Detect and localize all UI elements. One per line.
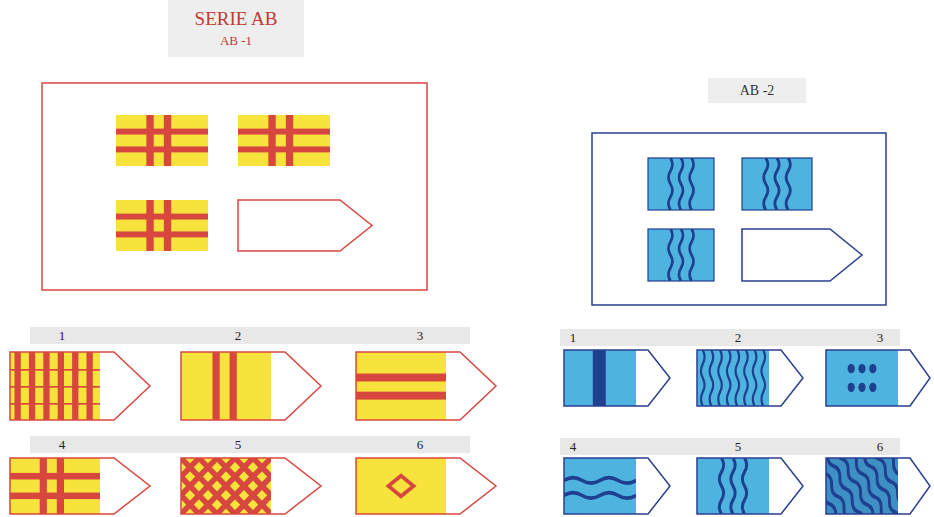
option-number: 4 bbox=[59, 438, 66, 452]
answer-outline bbox=[181, 352, 321, 420]
answer-outline bbox=[356, 352, 496, 420]
matrix-cell bbox=[648, 158, 714, 210]
answer-pattern bbox=[778, 382, 934, 517]
answer-pattern bbox=[356, 352, 446, 420]
cell-border bbox=[648, 229, 714, 281]
option-number: 4 bbox=[570, 440, 577, 454]
number-strip bbox=[560, 438, 900, 455]
answer-outline bbox=[10, 458, 150, 514]
number-strip bbox=[30, 327, 470, 344]
answer-outline bbox=[356, 458, 496, 514]
answer-outline bbox=[826, 350, 930, 406]
subtitle-panel bbox=[708, 78, 806, 103]
matrix-cell bbox=[116, 115, 208, 166]
option-number: 1 bbox=[570, 331, 577, 345]
answer-outline bbox=[564, 458, 670, 514]
matrix-cell bbox=[742, 158, 812, 210]
option-number: 6 bbox=[417, 438, 424, 452]
option-number: 3 bbox=[877, 331, 884, 345]
matrix-cell bbox=[648, 229, 714, 281]
answer-pattern bbox=[697, 350, 769, 406]
answer-pattern bbox=[10, 352, 100, 420]
answer-pattern bbox=[127, 458, 325, 514]
answer-outline bbox=[697, 350, 803, 406]
option-number: 6 bbox=[877, 440, 884, 454]
right-puzzle bbox=[560, 133, 934, 517]
number-strip bbox=[30, 436, 470, 453]
answer-pattern bbox=[564, 458, 636, 514]
answer-outline bbox=[10, 352, 150, 420]
matrix-frame bbox=[592, 133, 886, 305]
answer-pattern bbox=[10, 458, 100, 514]
answer-pattern bbox=[356, 458, 446, 514]
answer-pattern bbox=[181, 352, 271, 420]
cell-border bbox=[742, 158, 812, 210]
option-number: 2 bbox=[235, 329, 242, 343]
answer-pattern bbox=[697, 458, 769, 514]
option-number: 5 bbox=[735, 440, 742, 454]
item-label: AB -1 bbox=[220, 34, 252, 48]
answer-outline bbox=[181, 458, 321, 514]
answer-outline bbox=[564, 350, 670, 406]
item-label: AB -2 bbox=[740, 83, 775, 98]
number-strip bbox=[560, 329, 900, 346]
option-number: 2 bbox=[735, 331, 742, 345]
left-puzzle bbox=[10, 83, 496, 514]
option-number: 1 bbox=[59, 329, 66, 343]
answer-pattern bbox=[826, 350, 898, 406]
title-panel bbox=[168, 0, 304, 57]
matrix-cell bbox=[116, 200, 208, 251]
option-number: 5 bbox=[235, 438, 242, 452]
answer-outline bbox=[697, 458, 803, 514]
answer-outline bbox=[826, 458, 930, 514]
series-title: SERIE AB bbox=[195, 9, 278, 30]
cell-border bbox=[648, 158, 714, 210]
matrix-frame bbox=[42, 83, 427, 290]
option-number: 3 bbox=[417, 329, 424, 343]
empty-slot bbox=[238, 200, 372, 251]
empty-slot bbox=[742, 229, 862, 281]
matrix-cell bbox=[238, 115, 330, 166]
answer-pattern bbox=[564, 350, 636, 406]
